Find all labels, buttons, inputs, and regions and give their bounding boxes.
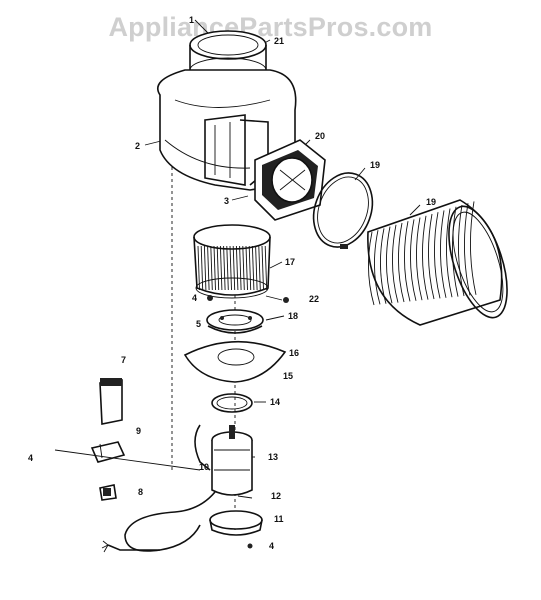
wheel-blade	[200, 245, 204, 291]
duct-rib	[397, 222, 405, 303]
duct-rib	[373, 230, 381, 305]
duct-rib	[428, 213, 435, 300]
wheel-blade	[203, 245, 207, 291]
motor-mount-ring	[206, 309, 264, 334]
bottom-ring	[209, 510, 263, 536]
callout-19-clamp: 19	[370, 160, 380, 170]
wheel-blade	[210, 245, 213, 291]
transition-adapter	[254, 139, 326, 221]
duct-rib	[446, 208, 453, 298]
power-cord	[101, 491, 216, 553]
wheel-blade	[213, 245, 216, 291]
wheel-blade	[248, 245, 252, 291]
duct-rib	[452, 206, 459, 297]
duct-rib	[470, 201, 477, 295]
duct-rib	[385, 226, 393, 304]
duct-rib	[422, 215, 429, 300]
wheel-blade	[255, 245, 258, 291]
callout-4-top: 4	[192, 293, 197, 303]
callout-2: 2	[135, 141, 140, 151]
callout-7: 7	[121, 355, 126, 365]
duct-rib	[434, 212, 441, 299]
wire-clip	[99, 484, 117, 501]
callout-18: 18	[288, 311, 298, 321]
bottom-screw	[247, 543, 253, 549]
callout-22: 22	[309, 294, 319, 304]
wheel-blade	[245, 245, 248, 291]
wheel-blade	[229, 245, 232, 291]
callout-5: 5	[196, 319, 201, 329]
duct-rib	[404, 221, 411, 302]
wheel-blade	[239, 245, 242, 291]
callout-3: 3	[224, 196, 229, 206]
callout-9: 9	[136, 426, 141, 436]
blower-motor	[194, 424, 253, 496]
callout-4-bottom: 4	[269, 541, 274, 551]
wheel-blade	[223, 245, 226, 291]
callout-1: 1	[189, 15, 194, 25]
callout-14: 14	[270, 397, 280, 407]
wheel-blade	[207, 245, 210, 291]
wheel-blade	[242, 245, 245, 291]
wheel-blade	[235, 245, 239, 291]
gasket-plate	[183, 340, 287, 383]
capacitor	[99, 378, 123, 425]
callout-8: 8	[138, 487, 143, 497]
callout-13: 13	[268, 452, 278, 462]
duct-rib	[367, 231, 375, 306]
callout-20: 20	[315, 131, 325, 141]
callout-19-duct: 19	[426, 197, 436, 207]
wheel-blade	[197, 245, 200, 291]
motor-ring	[211, 393, 253, 413]
callout-15: 15	[283, 371, 293, 381]
wheel-blade	[232, 245, 236, 291]
callout-10: 10	[199, 462, 209, 472]
clamp-ring	[312, 172, 374, 249]
callout-21: 21	[274, 36, 284, 46]
callout-11: 11	[274, 514, 284, 524]
wheel-blade	[251, 245, 255, 291]
callout-4-left: 4	[28, 453, 33, 463]
capacitor-bracket	[90, 441, 126, 463]
duct-rib	[391, 224, 399, 303]
duct-rib	[379, 228, 387, 304]
callout-16: 16	[289, 348, 299, 358]
wheel-blade	[226, 245, 229, 291]
callout-17: 17	[285, 257, 295, 267]
duct-rib	[416, 217, 423, 301]
wheel-blade	[219, 245, 223, 291]
hub-screws	[207, 295, 289, 303]
callout-labels: 1 21 2 20 19 19 3 17 4 22 5 18 16 7 15 1…	[28, 15, 436, 551]
blower-wheel	[193, 224, 271, 299]
wheel-blade	[216, 245, 220, 291]
flexible-duct	[367, 199, 508, 326]
watermark-text: AppliancePartsPros.com	[108, 12, 433, 42]
callout-12: 12	[271, 491, 281, 501]
duct-rib	[410, 219, 417, 301]
wheel-blade	[258, 245, 261, 291]
duct-rib	[440, 210, 447, 298]
wheel-blade	[264, 245, 268, 291]
